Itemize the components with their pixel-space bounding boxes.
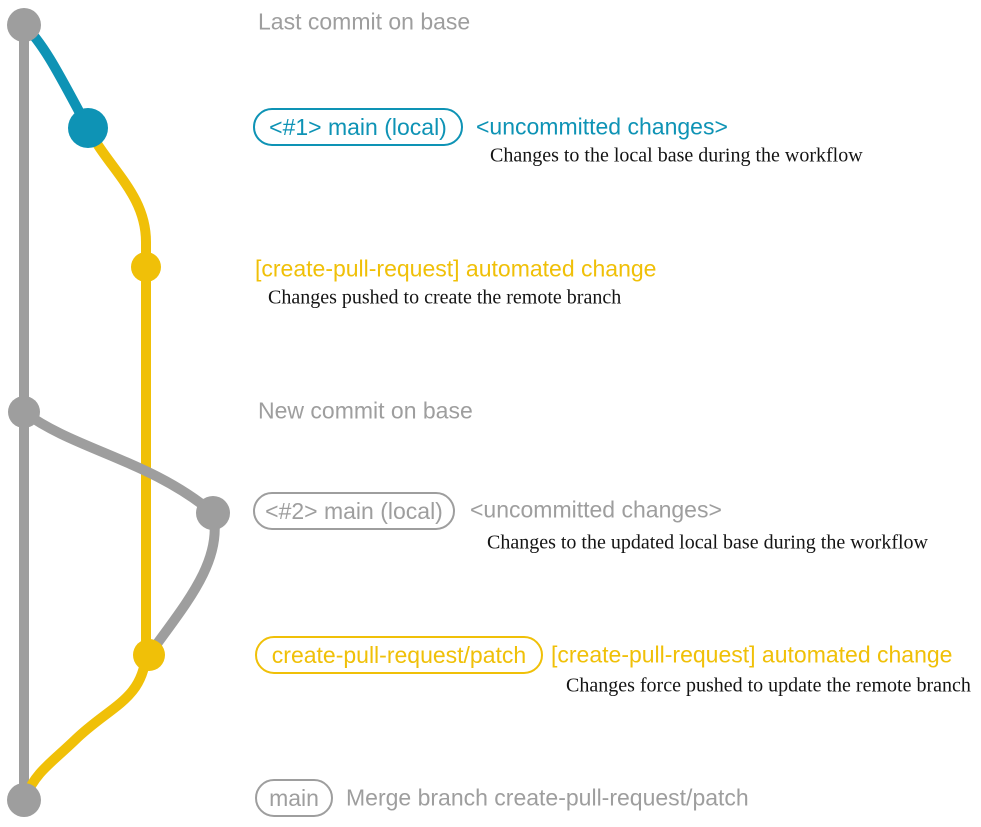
base-to-main2-curve <box>19 407 218 518</box>
commit-description: Changes to the updated local base during… <box>487 531 928 554</box>
branch-tag-label: <#1> main (local) <box>269 113 447 140</box>
branch-tag-main-local-1: <#1> main (local) <box>253 108 463 146</box>
commit-dot-new-base <box>8 396 40 428</box>
branch-tag-label: <#2> main (local) <box>265 497 443 524</box>
branch-tag-label: create-pull-request/patch <box>271 641 527 668</box>
commit-dot-merge <box>7 783 41 817</box>
branch-tag-label: main <box>269 784 319 811</box>
commit-message: Last commit on base <box>258 8 471 35</box>
branch-tag-main-local-2: <#2> main (local) <box>253 492 455 530</box>
commit-message: New commit on base <box>258 397 473 424</box>
commit-dot-automated-change-2 <box>133 639 165 671</box>
commit-message: <uncommitted changes> <box>470 496 722 523</box>
main2-to-patch-curve <box>144 508 220 660</box>
commit-message: [create-pull-request] automated change <box>551 641 953 668</box>
commit-description: Changes to the local base during the wor… <box>490 144 863 167</box>
branch-tag-patch: create-pull-request/patch <box>255 636 543 674</box>
commit-dot-automated-change-1 <box>131 252 161 282</box>
commit-description: Changes pushed to create the remote bran… <box>268 286 622 309</box>
commit-message: [create-pull-request] automated change <box>255 255 657 282</box>
branch-tag-main: main <box>255 779 333 817</box>
commit-dot-last-base <box>7 8 41 42</box>
patch-branch-curve <box>21 123 151 801</box>
commit-dot-main-local-1 <box>68 108 108 148</box>
commit-message: <uncommitted changes> <box>476 113 728 140</box>
commit-description: Changes force pushed to update the remot… <box>566 674 971 697</box>
commit-dot-main-local-2 <box>196 496 230 530</box>
commit-message: Merge branch create-pull-request/patch <box>346 784 749 811</box>
